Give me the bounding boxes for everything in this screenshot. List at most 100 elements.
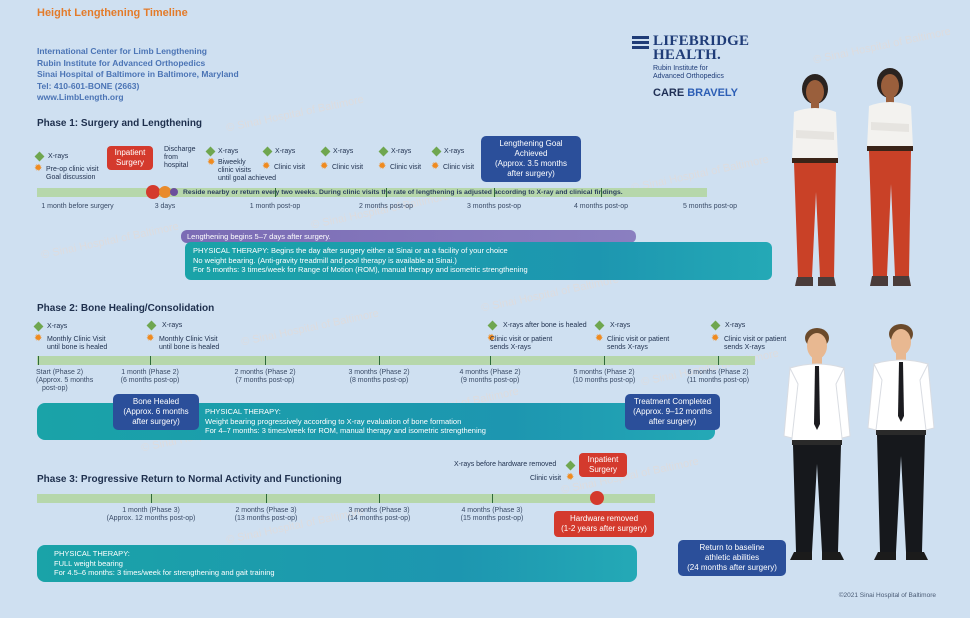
xray-label: X-rays bbox=[333, 148, 354, 155]
phase2-tick bbox=[604, 356, 605, 365]
clinic-visit-icon: ✹ bbox=[34, 333, 43, 344]
discharge-line: Discharge bbox=[164, 146, 196, 153]
pt-line: For 4–7 months: 3 times/week for ROM, ma… bbox=[205, 426, 486, 435]
axis-line: 3 months (Phase 3) bbox=[348, 507, 410, 514]
pt-line: PHYSICAL THERAPY: Begins the day after s… bbox=[193, 246, 508, 255]
base-line: athletic abilities bbox=[704, 553, 760, 562]
phase1-axis-label: 5 months post-op bbox=[682, 203, 738, 210]
biweekly-line: until goal achieved bbox=[218, 175, 276, 182]
hw-line: Hardware removed bbox=[569, 514, 639, 523]
clinic-visit-icon: ✹ bbox=[207, 157, 216, 168]
axis-line: 1 month (Phase 3) bbox=[122, 507, 180, 514]
xray-icon bbox=[146, 320, 157, 331]
phase2-axis-label: 6 months (Phase 2)(11 months post-op) bbox=[678, 369, 758, 385]
xray-label: X-rays bbox=[47, 323, 68, 330]
lifebridge-logo-icon bbox=[632, 36, 649, 51]
surgery-marker-icon bbox=[146, 185, 160, 199]
phase2-axis-label: 5 months (Phase 2)(10 months post-op) bbox=[564, 369, 644, 385]
xray-before-removal-label: X-rays before hardware removed bbox=[454, 461, 557, 468]
header-line: Sinai Hospital of Baltimore in Baltimore… bbox=[37, 69, 239, 79]
biweekly-line: Biweekly bbox=[218, 159, 246, 166]
header-line: Tel: 410-601-BONE (2663) bbox=[37, 81, 140, 91]
clinic-line: sends X-rays bbox=[607, 344, 648, 351]
axis-line: 2 months (Phase 2) bbox=[234, 369, 296, 376]
pt-line: No weight bearing. (Anti-gravity treadmi… bbox=[193, 255, 457, 265]
goal-line: Lengthening Goal bbox=[499, 139, 563, 148]
hardware-removed-box: Hardware removed(1-2 years after surgery… bbox=[554, 511, 654, 537]
logo-sub-line: Advanced Orthopedics bbox=[653, 73, 724, 80]
xray-label: X-rays bbox=[610, 322, 631, 329]
logo-subtitle: Rubin Institute for Advanced Orthopedics bbox=[653, 65, 763, 81]
axis-line: post-op) bbox=[42, 385, 68, 392]
done-line: (Approx. 9–12 months bbox=[633, 407, 712, 416]
phase1-axis-label: 4 months post-op bbox=[573, 203, 629, 210]
page-title: Height Lengthening Timeline bbox=[37, 7, 188, 19]
phase2-axis-label: 3 months (Phase 2)(8 months post-op) bbox=[339, 369, 419, 385]
healed-line: after surgery) bbox=[132, 417, 180, 426]
phase1-physical-therapy-box: PHYSICAL THERAPY: Begins the day after s… bbox=[185, 242, 772, 280]
phase3-timeline-bar bbox=[37, 494, 655, 503]
logo-text: LIFEBRIDGE HEALTH. bbox=[653, 34, 749, 63]
axis-line: (7 months post-op) bbox=[235, 377, 295, 384]
surgery-line: Inpatient bbox=[114, 148, 146, 157]
clinic-visit-label: Clinic visit bbox=[332, 164, 364, 171]
phase1-axis-label: 1 month post-op bbox=[249, 203, 301, 210]
xray-label: X-rays bbox=[162, 322, 183, 329]
phase2-tick bbox=[379, 356, 380, 365]
axis-line: 4 months (Phase 3) bbox=[461, 507, 523, 514]
base-line: (24 months after surgery) bbox=[687, 563, 777, 572]
axis-line: 5 months (Phase 2) bbox=[573, 369, 635, 376]
clinic-visit-icon: ✹ bbox=[566, 472, 575, 483]
phase2-axis-label: 2 months (Phase 2)(7 months post-op) bbox=[225, 369, 305, 385]
phase3-axis-label: 3 months (Phase 3)(14 months post-op) bbox=[339, 507, 419, 523]
monthly-line: Monthly Clinic Visit bbox=[47, 336, 106, 343]
xray-icon bbox=[431, 146, 442, 157]
phase1-tick bbox=[386, 188, 387, 197]
xray-icon bbox=[34, 151, 45, 162]
header-line[interactable]: www.LimbLength.org bbox=[37, 92, 124, 102]
axis-line: 3 months (Phase 2) bbox=[348, 369, 410, 376]
phase2-timeline-bar bbox=[37, 356, 755, 365]
clinic-line: sends X-rays bbox=[724, 344, 765, 351]
xray-icon bbox=[565, 460, 576, 471]
phase2-tick bbox=[718, 356, 719, 365]
axis-line: (Approx. 12 months post-op) bbox=[106, 515, 196, 522]
care-word: CARE bbox=[653, 87, 685, 99]
surgery-marker-icon bbox=[590, 491, 604, 505]
clinic-visit-icon: ✹ bbox=[34, 163, 43, 174]
xray-icon bbox=[33, 321, 44, 332]
axis-line: (8 months post-op) bbox=[349, 377, 409, 384]
axis-line: 4 months (Phase 2) bbox=[459, 369, 521, 376]
done-line: after surgery) bbox=[648, 417, 697, 426]
xray-label: X-rays bbox=[48, 153, 69, 160]
healed-line: (Approx. 6 months bbox=[123, 407, 189, 416]
pt-line: For 5 months: 3 times/week for Range of … bbox=[193, 265, 528, 274]
pt-line: PHYSICAL THERAPY: bbox=[54, 549, 130, 558]
phase3-physical-therapy-box: PHYSICAL THERAPY: FULL weight bearing Fo… bbox=[37, 545, 637, 582]
man-after-illustration bbox=[867, 324, 935, 560]
xray-label: X-rays bbox=[275, 148, 296, 155]
phase3-tick bbox=[266, 494, 267, 503]
phase1-tick bbox=[601, 188, 602, 197]
watermark: © Sinai Hospital of Baltimore bbox=[225, 93, 365, 135]
clinic-line: Clinic visit or patient bbox=[607, 336, 670, 343]
care-bravely-tagline: CARE BRAVELY bbox=[653, 87, 738, 99]
xray-icon bbox=[487, 320, 498, 331]
axis-line: (15 months post-op) bbox=[460, 515, 524, 522]
axis-line: (9 months post-op) bbox=[460, 377, 520, 384]
header-line: International Center for Limb Lengthenin… bbox=[37, 46, 207, 56]
phase3-axis-label: 2 months (Phase 3)(13 months post-op) bbox=[226, 507, 306, 523]
surgery-line: Surgery bbox=[588, 465, 617, 474]
phase1-axis-label: 3 days bbox=[154, 203, 176, 210]
preop-line: Goal discussion bbox=[46, 174, 96, 181]
clinic-visit-icon: ✹ bbox=[146, 333, 155, 344]
phase3-tick bbox=[379, 494, 380, 503]
